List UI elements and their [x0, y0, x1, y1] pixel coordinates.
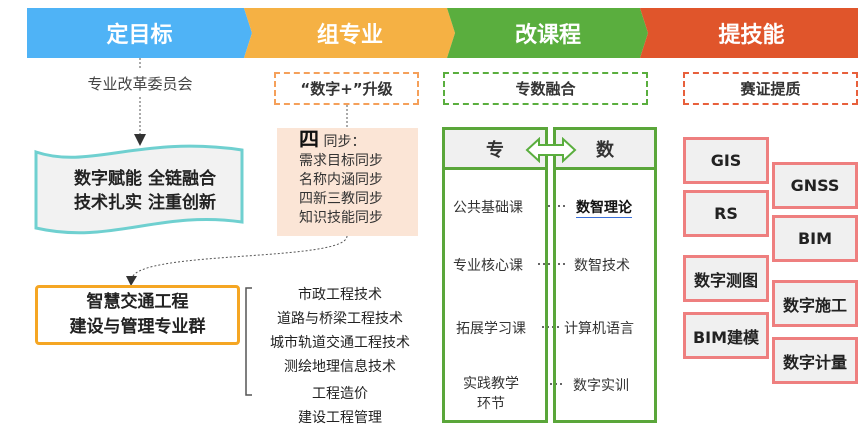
step-goal: 定目标 — [106, 23, 173, 48]
course-left: 实践教学 环节 — [463, 376, 519, 412]
banner-line: 技术扎实 注重创新 — [74, 193, 216, 213]
group-line: 智慧交通工程 — [86, 292, 189, 312]
major-item: 道路与桥梁工程技术 — [277, 311, 403, 327]
arrow-down-icon-2 — [126, 276, 137, 286]
banner-shape — [34, 144, 244, 235]
bracket — [245, 287, 252, 396]
double-arrow-icon — [525, 137, 577, 163]
header-chevrons — [27, 8, 858, 58]
committee-label: 专业改革委员会 — [87, 75, 193, 93]
major-group-box: 智慧交通工程 建设与管理专业群 — [35, 285, 240, 345]
major-item: 建设工程管理 — [298, 410, 382, 426]
arrow-down-icon — [134, 134, 146, 146]
cert-box: 数字测图 — [683, 255, 769, 302]
course-left: 拓展学习课 — [456, 321, 526, 337]
sync-big: 四 — [299, 127, 319, 151]
cert-box: RS — [683, 190, 769, 237]
course-left: 专业核心课 — [453, 258, 523, 274]
cert-box: GNSS — [772, 162, 858, 209]
sync-title: 同步： — [323, 134, 366, 150]
step-bg-2 — [244, 8, 455, 58]
shu-header: 数 — [556, 130, 654, 170]
major-item: 测绘地理信息技术 — [284, 359, 396, 375]
cert-box: GIS — [683, 137, 769, 184]
banner-text: 数字赋能 全链融合 技术扎实 注重创新 — [50, 167, 240, 215]
course-right: 数智技术 — [574, 258, 630, 274]
sync-item: 需求目标同步 — [299, 153, 383, 169]
major-item: 城市轨道交通工程技术 — [270, 335, 410, 351]
major-item: 工程造价 — [312, 386, 368, 402]
cert-box: 数字计量 — [772, 337, 858, 384]
step-bg-3 — [447, 8, 648, 58]
step-bg-1 — [27, 8, 252, 58]
shu-column: 数 — [553, 127, 657, 423]
sync-item: 四新三教同步 — [299, 191, 383, 207]
step-major: 组专业 — [316, 23, 383, 48]
sync-item: 名称内涵同步 — [299, 172, 383, 188]
fusion-box: 专数融合 — [443, 72, 648, 105]
course-right: 数字实训 — [573, 378, 629, 394]
step-course: 改课程 — [514, 23, 581, 48]
step-skill: 提技能 — [718, 23, 785, 48]
zhuan-column: 专 — [442, 127, 548, 423]
major-item: 市政工程技术 — [298, 287, 382, 303]
step-bg-4 — [640, 8, 858, 58]
cert-box: BIM建模 — [683, 312, 769, 359]
banner-line: 数字赋能 全链融合 — [74, 169, 216, 189]
cert-box: BIM — [772, 215, 858, 262]
course-left: 公共基础课 — [453, 200, 523, 216]
course-right: 数智理论 — [576, 197, 632, 218]
sync-item: 知识技能同步 — [299, 210, 383, 226]
cert-title-box: 赛证提质 — [683, 72, 858, 105]
upgrade-box: “数字+”升级 — [274, 72, 419, 105]
cert-box: 数字施工 — [772, 280, 858, 327]
course-right: 计算机语言 — [564, 321, 634, 337]
sync-box: 四 同步： 需求目标同步 名称内涵同步 四新三教同步 知识技能同步 — [277, 128, 418, 236]
group-line: 建设与管理专业群 — [69, 317, 206, 337]
